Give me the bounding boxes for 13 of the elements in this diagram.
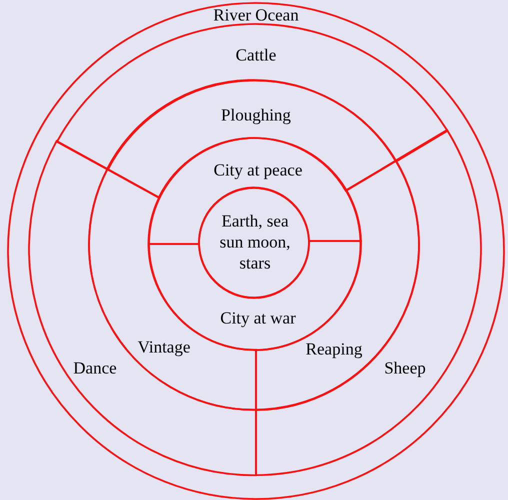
outer-circle bbox=[7, 2, 505, 500]
region-label: Reaping bbox=[306, 339, 362, 358]
ring-sector bbox=[106, 79, 397, 199]
region-label: Cattle bbox=[236, 45, 276, 64]
region-label: Sheep bbox=[384, 358, 426, 378]
region-label: River Ocean bbox=[213, 5, 299, 24]
region-label: Ploughing bbox=[221, 105, 291, 124]
region-label: Vintage bbox=[138, 337, 190, 356]
region-label: City at war bbox=[220, 308, 296, 328]
region-label: Dance bbox=[73, 358, 117, 378]
center-circle bbox=[198, 186, 310, 298]
region-label: Earth, sea sun moon, stars bbox=[218, 210, 292, 274]
region-label: City at peace bbox=[214, 160, 302, 180]
